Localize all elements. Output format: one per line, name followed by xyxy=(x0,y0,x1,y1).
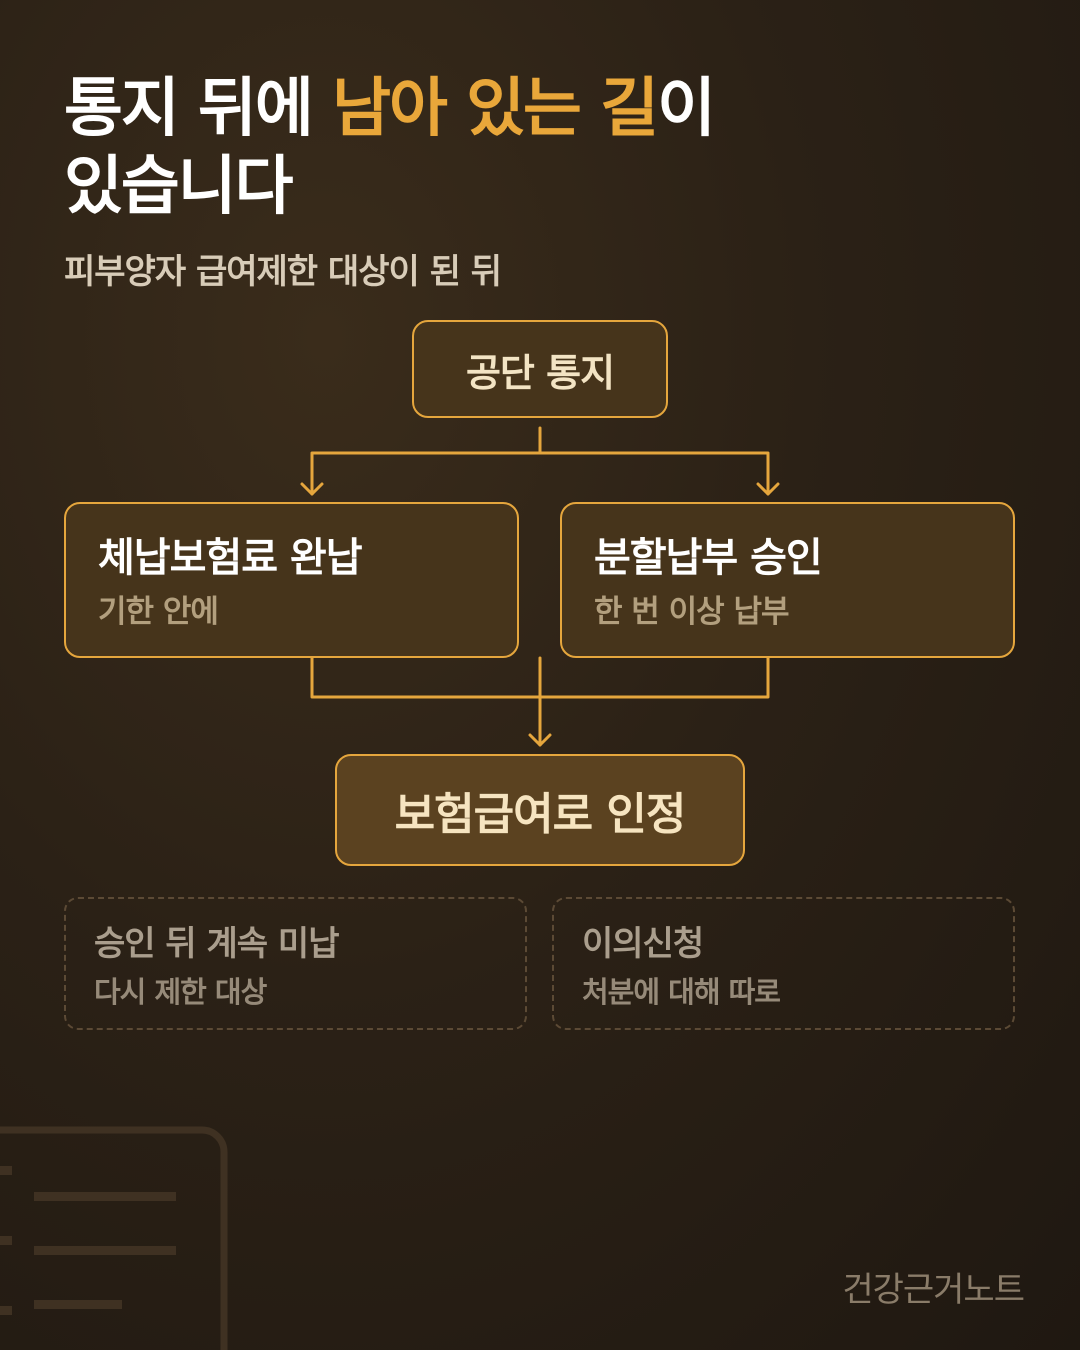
installment-title: 분할납부 승인 xyxy=(594,535,823,581)
installment-condition: 한 번 이상 납부 xyxy=(594,594,790,630)
note-objection: 이의신청 처분에 대해 따로 xyxy=(552,897,1015,1030)
title-part2: 이 xyxy=(657,72,716,146)
note-left-detail: 다시 제한 대상 xyxy=(94,975,267,1009)
result-box: 보험급여로 인정 xyxy=(335,754,745,866)
page-subtitle: 피부양자 급여제한 대상이 된 뒤 xyxy=(64,252,502,292)
notice-box: 공단 통지 xyxy=(412,320,668,418)
title-line2: 있습니다 xyxy=(64,150,294,224)
full-payment-condition: 기한 안에 xyxy=(98,594,219,630)
connector-merge xyxy=(310,656,770,747)
arrowhead-result xyxy=(528,733,552,747)
document-icon xyxy=(0,1126,228,1350)
connector-top-split xyxy=(310,426,770,496)
installment-box: 분할납부 승인 한 번 이상 납부 xyxy=(560,502,1015,658)
note-continued-nonpayment: 승인 뒤 계속 미납 다시 제한 대상 xyxy=(64,897,527,1030)
arrowhead-right xyxy=(756,482,780,496)
title-part1: 통지 뒤에 xyxy=(64,72,333,146)
full-payment-title: 체납보험료 완납 xyxy=(98,535,363,581)
note-left-title: 승인 뒤 계속 미납 xyxy=(94,924,339,964)
full-payment-box: 체납보험료 완납 기한 안에 xyxy=(64,502,519,658)
brand-watermark: 건강근거노트 xyxy=(842,1270,1025,1310)
note-right-title: 이의신청 xyxy=(582,924,704,964)
arrowhead-left xyxy=(300,482,324,496)
notice-label: 공단 통지 xyxy=(465,350,615,395)
note-right-detail: 처분에 대해 따로 xyxy=(582,975,781,1009)
result-label: 보험급여로 인정 xyxy=(394,789,687,840)
title-accent: 남아 있는 길 xyxy=(332,72,659,146)
